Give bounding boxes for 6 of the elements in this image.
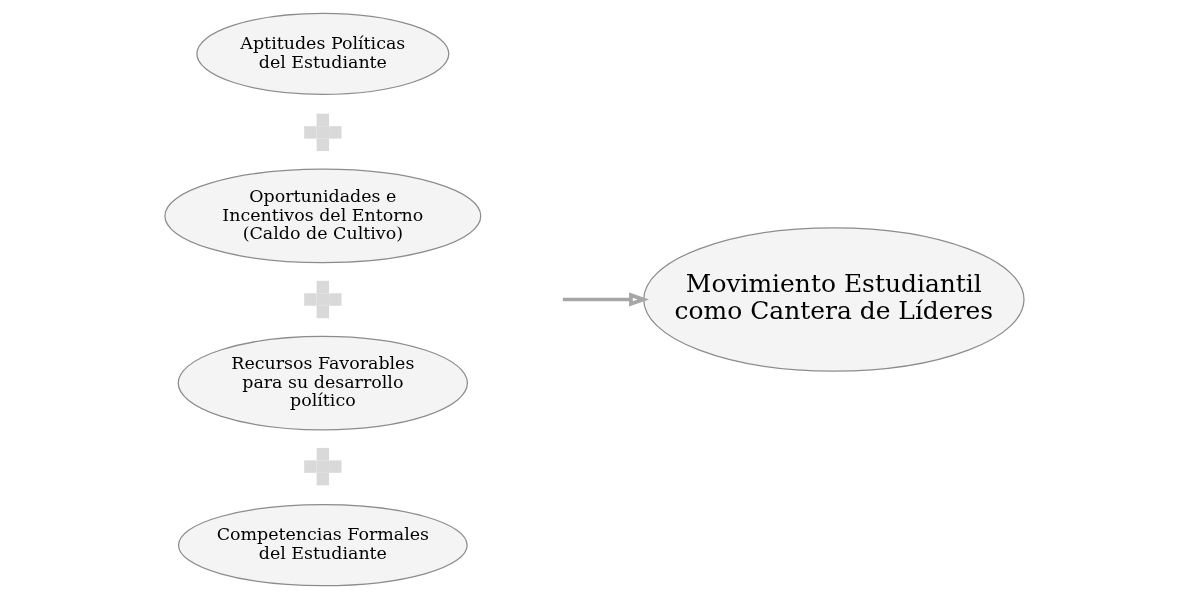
node-ellipse: Competencias Formales del Estudiante bbox=[177, 504, 468, 587]
node-ellipse: Movimiento Estudiantil como Cantera de Líderes bbox=[643, 227, 1025, 372]
node-ellipse: Oportunidades e Incentivos del Entorno (Caldo de Cultivo) bbox=[164, 168, 482, 264]
node-ellipse: Recursos Favorables para su desarrollo político bbox=[177, 335, 469, 431]
arrow bbox=[562, 292, 650, 307]
node-ellipse: Aptitudes Políticas del Estudiante bbox=[196, 12, 450, 95]
